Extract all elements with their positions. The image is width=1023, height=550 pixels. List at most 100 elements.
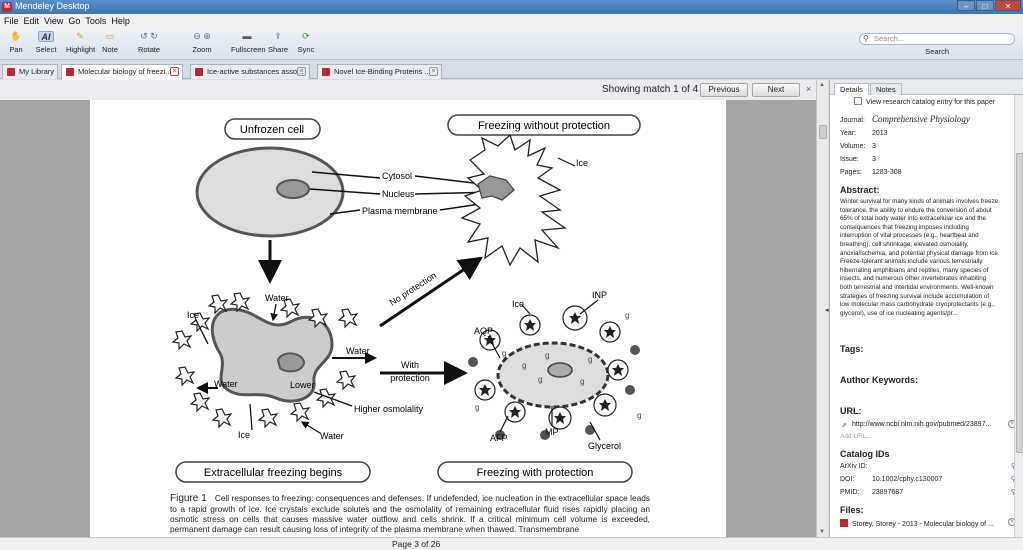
scrollbar-thumb[interactable] xyxy=(819,125,827,139)
frozen-cell-shards: Ice xyxy=(460,133,588,267)
svg-text:protection: protection xyxy=(390,373,430,383)
pdf-viewer[interactable]: Unfrozen cell Freezing without protectio… xyxy=(0,100,816,537)
url-heading: URL: xyxy=(840,406,862,416)
svg-text:Nucleus: Nucleus xyxy=(382,189,415,199)
menu-help[interactable]: Help xyxy=(111,16,130,26)
mendeley-library-icon xyxy=(7,68,15,76)
svg-text:Lower: Lower xyxy=(290,380,315,390)
label-unfrozen-cell: Unfrozen cell xyxy=(224,118,321,140)
maximize-button[interactable]: □ xyxy=(976,0,994,11)
doi-row: DOI: 10.1002/cphy.c130007 xyxy=(840,476,943,483)
close-button[interactable]: ✕ xyxy=(995,0,1021,11)
svg-text:AQP: AQP xyxy=(474,326,493,336)
tab-my-library[interactable]: My Library xyxy=(2,64,58,79)
doi-value[interactable]: 10.1002/cphy.c130007 xyxy=(871,476,943,483)
add-url-field[interactable]: Add URL... xyxy=(840,433,872,440)
tab-novel-ice-binding[interactable]: Novel Ice-Binding Proteins ... × xyxy=(317,64,442,79)
pmid-value[interactable]: 23897687 xyxy=(871,489,904,496)
svg-text:Water: Water xyxy=(214,379,238,389)
label-extracellular-freezing: Extracellular freezing begins xyxy=(175,461,371,483)
highlight-button[interactable]: ✎ Highlight xyxy=(66,31,96,54)
pdf-page[interactable]: Unfrozen cell Freezing without protectio… xyxy=(90,100,726,537)
fullscreen-button[interactable]: ▬ Fullscreen xyxy=(231,31,266,54)
zoom-icon: ⊖ ⊕ xyxy=(193,31,211,41)
journal-value[interactable]: Comprehensive Physiology xyxy=(871,114,970,124)
minimize-button[interactable]: – xyxy=(957,0,975,11)
tab-details[interactable]: Details xyxy=(834,83,869,95)
file-name[interactable]: Storey, Storey - 2013 - Molecular biolog… xyxy=(852,521,994,528)
select-button[interactable]: AI Select xyxy=(35,31,57,54)
sync-button[interactable]: ⟳ Sync xyxy=(297,31,315,54)
svg-text:g: g xyxy=(538,375,542,384)
file-row[interactable]: Storey, Storey - 2013 - Molecular biolog… xyxy=(840,519,994,528)
svg-text:g: g xyxy=(625,311,629,320)
svg-text:Water: Water xyxy=(320,431,344,441)
scroll-down-icon[interactable]: ▼ xyxy=(819,529,825,535)
tab-close-icon[interactable]: × xyxy=(170,67,179,76)
page-indicator: Page 3 of 26 xyxy=(392,539,441,549)
sync-icon: ⟳ xyxy=(302,31,310,41)
svg-text:g: g xyxy=(545,351,549,360)
close-find-icon[interactable]: × xyxy=(806,84,812,94)
menu-go[interactable]: Go xyxy=(68,16,81,26)
tab-close-icon[interactable]: × xyxy=(297,67,306,76)
rotate-icon: ↺ ↻ xyxy=(140,31,158,41)
lookup-pmid-icon[interactable]: ⚲ xyxy=(1011,488,1016,496)
svg-text:g: g xyxy=(588,355,592,364)
search-input[interactable]: ⚲ Search... xyxy=(859,33,1015,45)
svg-text:Extracellular freezing begins: Extracellular freezing begins xyxy=(204,467,343,479)
issue-row: Issue: 3 xyxy=(840,156,876,163)
author-keywords-heading: Author Keywords: xyxy=(840,375,919,385)
volume-value[interactable]: 3 xyxy=(871,143,876,150)
pages-row: Pages: 1283-308 xyxy=(840,169,902,176)
pages-value[interactable]: 1283-308 xyxy=(871,169,902,176)
search-label: Search xyxy=(925,47,949,56)
pdf-icon xyxy=(66,68,74,76)
issue-value[interactable]: 3 xyxy=(871,156,876,163)
hand-icon: ✋ xyxy=(10,31,22,41)
share-icon: ⇪ xyxy=(274,31,282,41)
previous-match-button[interactable]: Previous xyxy=(700,83,748,97)
details-scrollbar-thumb[interactable] xyxy=(1016,153,1023,453)
unfrozen-cell xyxy=(195,146,345,238)
menu-bar: File Edit View Go Tools Help xyxy=(0,14,1023,28)
menu-edit[interactable]: Edit xyxy=(23,16,40,26)
pmid-row: PMID: 23897687 xyxy=(840,489,904,496)
note-icon: ▭ xyxy=(105,31,115,41)
svg-text:Ice: Ice xyxy=(187,310,199,320)
svg-text:INP: INP xyxy=(592,290,607,300)
tab-bar: My Library Molecular biology of freezi..… xyxy=(0,61,1023,80)
label-freezing-without-protection: Freezing without protection xyxy=(447,114,641,136)
zoom-button[interactable]: ⊖ ⊕ Zoom xyxy=(188,31,216,54)
tab-molecular-biology[interactable]: Molecular biology of freezi... × xyxy=(61,64,183,80)
details-scrollbar[interactable] xyxy=(1014,95,1023,537)
menu-file[interactable]: File xyxy=(4,16,19,26)
search-icon: ⚲ xyxy=(863,34,869,43)
share-button[interactable]: ⇪ Share xyxy=(268,31,289,54)
tab-notes[interactable]: Notes xyxy=(870,83,902,95)
pan-button[interactable]: ✋ Pan xyxy=(9,31,23,54)
svg-text:Water: Water xyxy=(265,293,289,303)
note-button[interactable]: ▭ Note xyxy=(102,31,118,54)
menu-view[interactable]: View xyxy=(44,16,64,26)
volume-row: Volume: 3 xyxy=(840,143,876,150)
document-scrollbar[interactable]: ▲ ▼ xyxy=(816,80,828,537)
rotate-button[interactable]: ↺ ↻ Rotate xyxy=(137,31,161,54)
url-row[interactable]: ⇗ http://www.ncbi.nlm.nih.gov/pubmed/2389… xyxy=(840,421,991,431)
year-value[interactable]: 2013 xyxy=(871,130,888,137)
lookup-doi-icon[interactable]: ⚲ xyxy=(1011,475,1016,483)
svg-text:g: g xyxy=(580,377,584,386)
shrinking-cell-labels: Water Ice Water Water Lower Higher osmol… xyxy=(187,293,424,441)
lookup-arxiv-icon[interactable]: ⚲ xyxy=(1011,462,1016,470)
url-value[interactable]: http://www.ncbi.nlm.nih.gov/pubmed/23897… xyxy=(852,421,992,428)
svg-text:Ice: Ice xyxy=(512,299,524,309)
link-icon: ⇗ xyxy=(841,423,847,429)
tab-close-icon[interactable]: × xyxy=(429,67,438,76)
next-match-button[interactable]: Next xyxy=(752,83,800,97)
scroll-up-icon[interactable]: ▲ xyxy=(819,82,825,88)
menu-tools[interactable]: Tools xyxy=(85,16,107,26)
catalog-link[interactable]: View research catalog entry for this pap… xyxy=(854,97,995,106)
tab-ice-active-substances[interactable]: Ice-active substances asso... × xyxy=(190,64,310,79)
abstract-text[interactable]: Winter survival for many kinds of animal… xyxy=(840,198,1000,317)
panel-collapse-icon[interactable]: ◂ xyxy=(825,307,829,314)
